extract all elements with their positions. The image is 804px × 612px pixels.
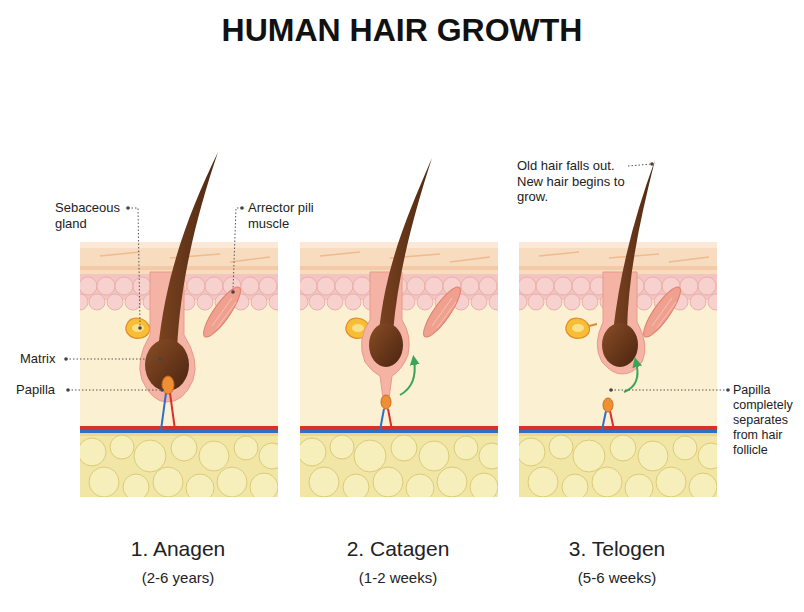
skin-section [511,242,724,502]
part-label: Papilla [16,382,66,398]
stage-name: 1. Anagen [78,536,278,561]
part-label: Matrix [20,351,66,367]
growth-arrow [624,362,638,392]
leader-dots [64,162,730,392]
diagram-title: HUMAN HAIR GROWTH [0,12,804,49]
leader-lines [66,164,727,390]
stage-duration: (5-6 weeks) [517,569,717,587]
stage-duration: (2-6 years) [78,569,278,587]
catagen-follicle [346,158,466,430]
stage-name: 2. Catagen [298,536,498,561]
anagen-follicle [126,152,246,430]
note-label: Old hair falls out. New hair begins to g… [517,158,625,205]
stage-name: 3. Telogen [517,536,717,561]
growth-arrow [400,360,415,395]
part-label: Arrector pili muscle [248,200,320,231]
stage-duration: (1-2 weeks) [298,569,498,587]
part-label: Sebaceous gland [55,200,130,231]
note-label: Papilla completely separates from hair f… [733,383,799,458]
